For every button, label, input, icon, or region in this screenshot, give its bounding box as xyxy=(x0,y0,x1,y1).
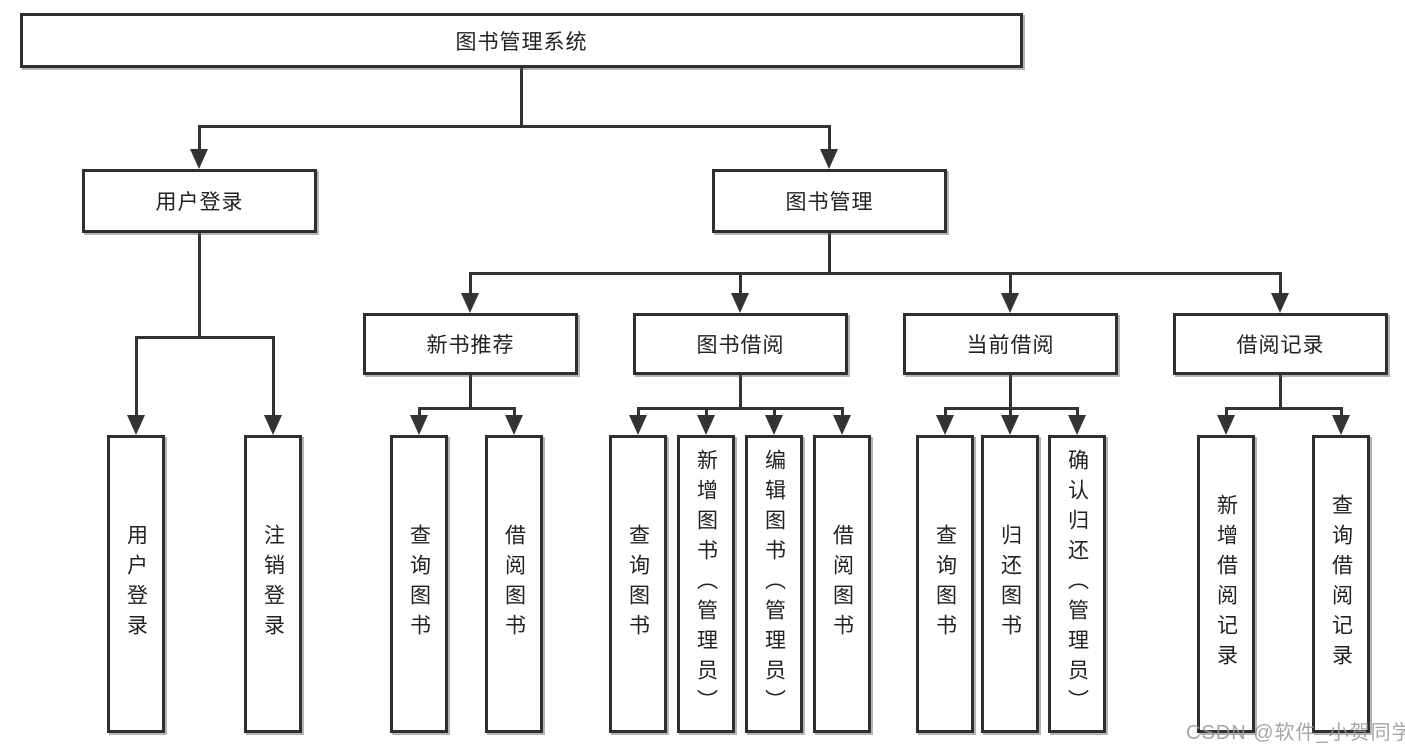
connector-g1-leaf2-drop xyxy=(513,407,516,418)
connector-book-mgmt-stem xyxy=(828,233,831,275)
arrow-leaf-logout xyxy=(264,415,282,435)
leaf-confirm-return-admin-label: 确认归还（管理员） xyxy=(1065,449,1089,719)
connector-root-stem xyxy=(520,68,523,125)
connector-borrow-records-drop xyxy=(1279,272,1282,296)
connector-g4-leaf2-drop xyxy=(1340,407,1343,418)
connector-new-book-drop xyxy=(469,272,472,296)
node-new-book-recommend: 新书推荐 xyxy=(363,313,578,375)
connector-g2-leaf2-drop xyxy=(705,407,708,418)
arrow-g4-leaf1 xyxy=(1217,415,1235,435)
arrow-g2-leaf2 xyxy=(697,415,715,435)
leaf-edit-books-admin: 编辑图书（管理员） xyxy=(745,435,803,733)
arrow-g2-leaf1 xyxy=(629,415,647,435)
csdn-watermark: CSDN @软件_小贺同学 xyxy=(1186,722,1405,744)
arrow-g3-leaf2 xyxy=(1001,415,1019,435)
leaf-query-books-recommend: 查询图书 xyxy=(390,435,448,733)
connector-book-borrow-drop xyxy=(739,272,742,296)
node-current-borrow-label: 当前借阅 xyxy=(966,334,1055,357)
connector-book-mgmt-drop xyxy=(828,125,831,152)
leaf-query-borrow-record: 查询借阅记录 xyxy=(1312,435,1370,733)
leaf-user-login-label: 用户登录 xyxy=(124,524,148,644)
node-current-borrow: 当前借阅 xyxy=(903,313,1118,375)
node-book-management-label: 图书管理 xyxy=(785,191,874,214)
arrow-current-borrow xyxy=(1001,293,1019,313)
connector-user-login-drop xyxy=(198,125,201,152)
leaf-edit-books-admin-label: 编辑图书（管理员） xyxy=(762,449,786,719)
leaf-return-books: 归还图书 xyxy=(981,435,1039,733)
connector-g2-leaf1-drop xyxy=(637,407,640,418)
leaf-add-borrow-record: 新增借阅记录 xyxy=(1197,435,1255,733)
leaf-logout-label: 注销登录 xyxy=(261,524,285,644)
connector-g2-stem xyxy=(739,375,742,410)
leaf-borrow-books-label: 借阅图书 xyxy=(830,524,854,644)
connector-g1-leaf1-drop xyxy=(418,407,421,418)
arrow-g1-leaf2 xyxy=(505,415,523,435)
arrow-new-book xyxy=(461,293,479,313)
node-borrow-records: 借阅记录 xyxy=(1173,313,1388,375)
node-book-borrow: 图书借阅 xyxy=(633,313,848,375)
leaf-query-books-recommend-label: 查询图书 xyxy=(407,524,431,644)
arrow-g4-leaf2 xyxy=(1332,415,1350,435)
leaf-confirm-return-admin: 确认归还（管理员） xyxy=(1048,435,1106,733)
arrow-leaf-user-login xyxy=(127,415,145,435)
connector-g4-branch xyxy=(1225,407,1342,410)
node-user-login-label: 用户登录 xyxy=(155,191,244,214)
connector-current-borrow-drop xyxy=(1009,272,1012,296)
leaf-borrow-books-recommend: 借阅图书 xyxy=(485,435,543,733)
connector-g2-leaf4-drop xyxy=(841,407,844,418)
leaf-borrow-books-recommend-label: 借阅图书 xyxy=(502,524,526,644)
connector-level2-branch xyxy=(198,125,830,128)
connector-user-login-branch xyxy=(135,336,274,339)
leaf-logout: 注销登录 xyxy=(244,435,302,733)
node-borrow-records-label: 借阅记录 xyxy=(1236,334,1325,357)
connector-g3-leaf1-drop xyxy=(944,407,947,418)
node-user-login: 用户登录 xyxy=(82,169,317,233)
connector-g3-stem xyxy=(1009,375,1012,410)
connector-g1-branch xyxy=(418,407,516,410)
connector-leaf-logout-drop xyxy=(272,336,275,418)
node-root-label: 图书管理系统 xyxy=(455,30,588,54)
leaf-add-books-admin-label: 新增图书（管理员） xyxy=(694,449,718,719)
connector-g4-leaf1-drop xyxy=(1225,407,1228,418)
leaf-user-login: 用户登录 xyxy=(107,435,165,733)
connector-g3-leaf2-drop xyxy=(1009,407,1012,418)
connector-user-login-stem xyxy=(198,233,201,339)
connector-leaf-user-login-drop xyxy=(135,336,138,418)
connector-g2-leaf3-drop xyxy=(773,407,776,418)
arrow-book-borrow xyxy=(731,293,749,313)
connector-g3-leaf3-drop xyxy=(1076,407,1079,418)
leaf-add-books-admin: 新增图书（管理员） xyxy=(677,435,735,733)
leaf-query-books-current-label: 查询图书 xyxy=(933,524,957,644)
arrow-borrow-records xyxy=(1271,293,1289,313)
connector-g2-branch xyxy=(637,407,843,410)
arrow-g2-leaf4 xyxy=(833,415,851,435)
node-book-borrow-label: 图书借阅 xyxy=(696,334,785,357)
leaf-add-borrow-record-label: 新增借阅记录 xyxy=(1214,494,1238,674)
arrow-g1-leaf1 xyxy=(410,415,428,435)
leaf-query-books-current: 查询图书 xyxy=(916,435,974,733)
leaf-return-books-label: 归还图书 xyxy=(998,524,1022,644)
leaf-query-books-borrow: 查询图书 xyxy=(609,435,667,733)
connector-g4-stem xyxy=(1279,375,1282,410)
node-book-management: 图书管理 xyxy=(712,169,947,233)
node-new-book-recommend-label: 新书推荐 xyxy=(426,334,515,357)
arrow-g3-leaf1 xyxy=(936,415,954,435)
leaf-borrow-books: 借阅图书 xyxy=(813,435,871,733)
arrow-g2-leaf3 xyxy=(765,415,783,435)
connector-g1-stem xyxy=(469,375,472,410)
connector-level3-branch xyxy=(469,272,1281,275)
leaf-query-books-borrow-label: 查询图书 xyxy=(626,524,650,644)
leaf-query-borrow-record-label: 查询借阅记录 xyxy=(1329,494,1353,674)
arrow-book-mgmt xyxy=(820,149,838,169)
arrow-user-login xyxy=(190,149,208,169)
arrow-g3-leaf3 xyxy=(1068,415,1086,435)
node-root: 图书管理系统 xyxy=(20,13,1023,68)
